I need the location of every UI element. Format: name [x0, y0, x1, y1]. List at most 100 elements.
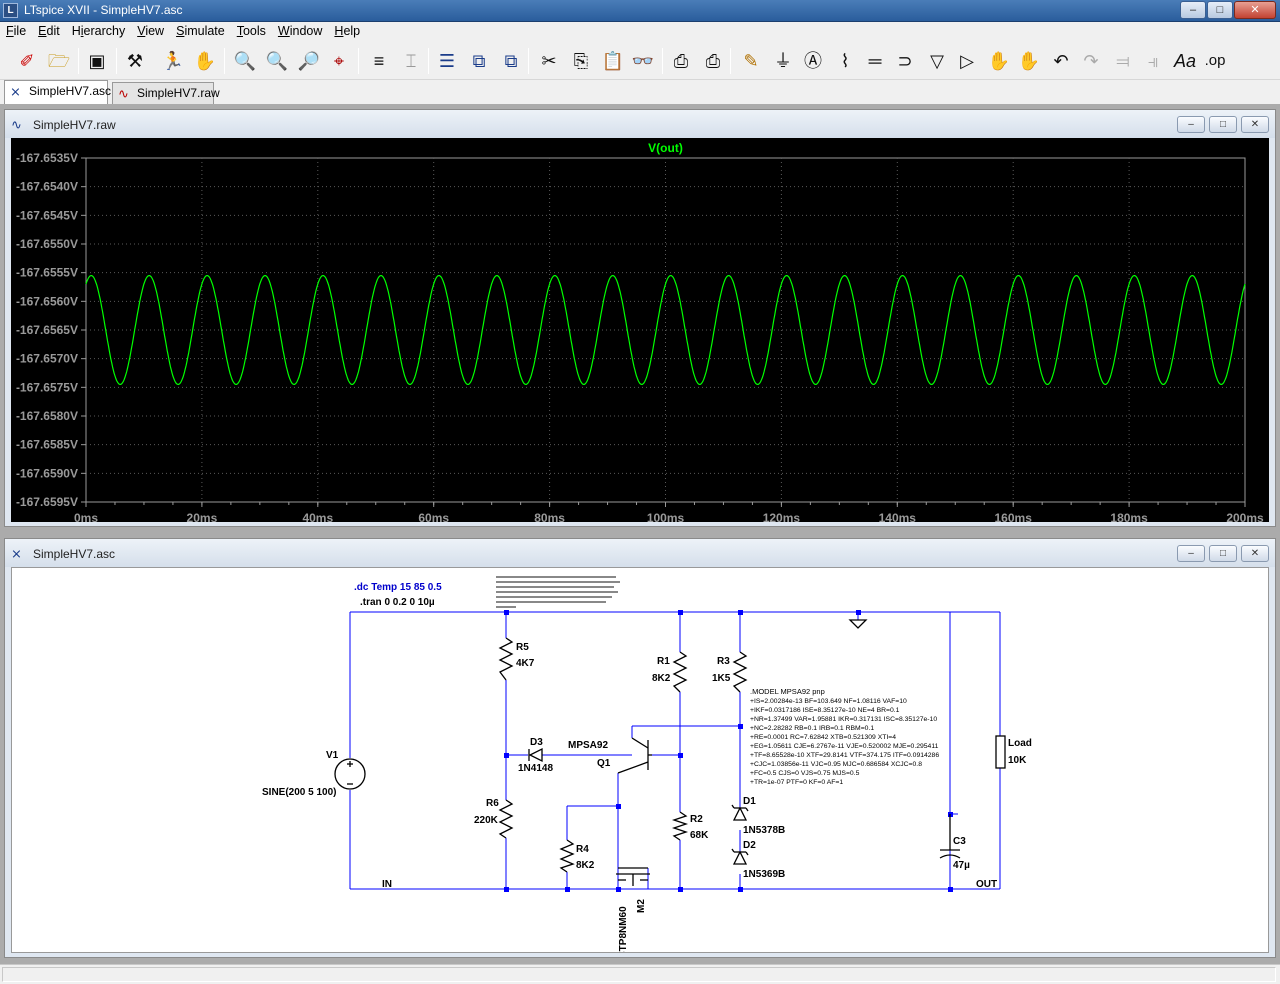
x-tick-label: 140ms: [879, 511, 917, 522]
r4-ref: R4: [576, 844, 589, 855]
r5-symbol: [498, 637, 514, 681]
schematic-close-button[interactable]: ✕: [1241, 545, 1269, 562]
r2-ref: R2: [690, 814, 703, 825]
wires: [349, 611, 1001, 890]
spice-directive-icon[interactable]: .op: [1204, 52, 1226, 69]
r2-value: 68K: [690, 830, 709, 841]
schematic-drawing[interactable]: .dc Temp 15 85 0.5 .tran 0 0.2 0 10µ R5 …: [12, 568, 1268, 952]
load-ref: Load: [1008, 738, 1032, 749]
y-tick-label: -167.6570V: [16, 352, 78, 366]
ground-symbol: [848, 619, 868, 629]
menu-hierarchy[interactable]: Hierarchy: [66, 22, 132, 42]
autorange-icon[interactable]: ≡: [373, 51, 385, 71]
control-panel-icon[interactable]: ⚒: [126, 51, 144, 71]
cascade-icon[interactable]: ⧉: [504, 51, 518, 71]
schematic-window-titlebar[interactable]: ⨯ SimpleHV7.asc ‒ □ ✕: [5, 539, 1275, 567]
paste-icon[interactable]: 📋: [601, 51, 625, 71]
schematic-minimize-button[interactable]: ‒: [1177, 545, 1205, 562]
tile-vertical-icon[interactable]: ⧉: [472, 51, 486, 71]
waveform-window-titlebar[interactable]: ∿ SimpleHV7.raw ‒ □ ✕: [5, 110, 1275, 138]
mirror-icon[interactable]: ⫣: [1147, 51, 1159, 71]
menu-simulate[interactable]: Simulate: [170, 22, 231, 42]
tab-waveform-label: SimpleHV7.raw: [137, 86, 220, 100]
text-icon[interactable]: Aa: [1173, 51, 1197, 71]
halt-icon[interactable]: ✋: [193, 51, 217, 71]
d3-ref: D3: [530, 737, 543, 748]
r5-value: 4K7: [516, 658, 535, 669]
x-tick-label: 180ms: [1110, 511, 1148, 522]
component-icon[interactable]: ▷: [960, 51, 974, 71]
menu-tools[interactable]: Tools: [231, 22, 272, 42]
inductor-icon[interactable]: ⊃: [897, 51, 913, 71]
save-icon[interactable]: ▣: [88, 51, 106, 71]
v1-symbol: [334, 758, 366, 790]
draw-wire-icon[interactable]: ✎: [743, 51, 759, 71]
wire-junctions: [504, 610, 953, 892]
close-button[interactable]: ✕: [1234, 1, 1276, 19]
undo-icon[interactable]: ↶: [1053, 51, 1069, 71]
print-icon[interactable]: ⎙: [673, 51, 689, 71]
menu-file[interactable]: File: [0, 22, 32, 42]
menu-view[interactable]: View: [131, 22, 170, 42]
resistor-icon[interactable]: ⌇: [840, 51, 850, 71]
run-icon[interactable]: 🏃: [161, 51, 185, 71]
tab-schematic[interactable]: ⨯ SimpleHV7.asc: [4, 80, 111, 104]
zoom-out-icon[interactable]: 🔎: [297, 51, 321, 71]
menu-help[interactable]: Help: [328, 22, 366, 42]
maximize-button[interactable]: □: [1207, 1, 1233, 19]
rotate-icon[interactable]: ⫤: [1116, 51, 1130, 71]
minimize-button[interactable]: ‒: [1180, 1, 1206, 19]
copy-icon[interactable]: ⎘: [573, 51, 589, 71]
d3-symbol: [528, 747, 543, 763]
tile-horizontal-icon[interactable]: ☰: [438, 51, 456, 71]
drag-icon[interactable]: ✋: [1017, 51, 1041, 71]
model-line-3: +NR=1.37499 VAR=1.95881 IKR=0.317131 ISC…: [750, 716, 937, 723]
r5-ref: R5: [516, 642, 529, 653]
menu-bar: File Edit Hierarchy View Simulate Tools …: [0, 22, 1280, 42]
redo-icon[interactable]: ↷: [1083, 51, 1099, 71]
menu-view-label: View: [137, 24, 165, 38]
d2-value: 1N5369B: [743, 869, 785, 880]
document-tabs: ⨯ SimpleHV7.asc ∿ SimpleHV7.raw: [0, 80, 1280, 104]
waveform-maximize-button[interactable]: □: [1209, 116, 1237, 133]
ground-icon[interactable]: ⏚: [774, 51, 792, 71]
r3-ref: R3: [717, 656, 730, 667]
open-folder-icon[interactable]: 🗁: [47, 51, 71, 71]
r1-value: 8K2: [652, 673, 671, 684]
move-icon[interactable]: ✋: [987, 51, 1011, 71]
waveform-window-title: SimpleHV7.raw: [33, 118, 116, 132]
fft-icon[interactable]: ⌶: [405, 51, 417, 71]
diode-icon[interactable]: ▽: [930, 51, 944, 71]
menu-edit[interactable]: Edit: [32, 22, 66, 42]
zoom-fit-icon[interactable]: ⌖: [333, 51, 345, 71]
find-icon[interactable]: 👓: [631, 51, 655, 71]
waveform-minimize-button[interactable]: ‒: [1177, 116, 1205, 133]
status-bar: [0, 964, 1280, 984]
model-line-10: +TR=1e-07 PTF=0 KF=0 AF=1: [750, 779, 843, 786]
new-schematic-icon[interactable]: ✐: [19, 51, 35, 71]
directive-tran: .tran 0 0.2 0 10µ: [360, 597, 435, 608]
capacitor-icon[interactable]: ═: [868, 51, 882, 71]
y-tick-label: -167.6595V: [16, 495, 78, 509]
model-line-1: +IS=2.00284e-13 BF=103.649 NF=1.08116 VA…: [750, 698, 907, 705]
d2-ref: D2: [743, 840, 756, 851]
menu-hierarchy-label: Hierarchy: [71, 24, 126, 38]
load-value: 10K: [1008, 755, 1027, 766]
c3-ref: C3: [953, 836, 966, 847]
r3-symbol: [732, 651, 748, 693]
label-net-icon[interactable]: Ⓐ: [804, 51, 822, 71]
y-tick-label: -167.6585V: [16, 438, 78, 452]
schematic-maximize-button[interactable]: □: [1209, 545, 1237, 562]
print-preview-icon[interactable]: ⎙: [705, 51, 721, 71]
zoom-in-icon[interactable]: 🔍: [233, 51, 257, 71]
cut-icon[interactable]: ✂: [541, 51, 557, 71]
menu-window[interactable]: Window: [272, 22, 328, 42]
status-text: [2, 967, 1276, 982]
schematic-canvas[interactable]: .dc Temp 15 85 0.5 .tran 0 0.2 0 10µ R5 …: [11, 567, 1269, 953]
ltspice-icon[interactable]: L: [3, 3, 18, 18]
tab-waveform[interactable]: ∿ SimpleHV7.raw: [112, 82, 220, 104]
pan-icon[interactable]: 🔍: [265, 51, 289, 71]
waveform-close-button[interactable]: ✕: [1241, 116, 1269, 133]
